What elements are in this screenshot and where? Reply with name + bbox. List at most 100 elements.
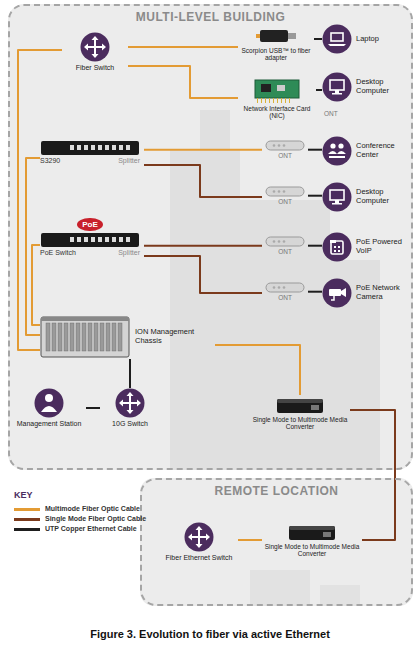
- cable: [128, 46, 238, 48]
- node-label: Scorpion USB™ to fiber adapter: [238, 47, 314, 62]
- ont-box: ONT: [262, 186, 308, 205]
- cable: [86, 407, 100, 409]
- fiber-switch: Fiber Switch: [62, 32, 128, 72]
- nic-card: Network Interface Card (NIC): [238, 78, 316, 120]
- cable: [144, 149, 262, 151]
- switch-label: Splitter: [118, 157, 140, 165]
- cable: [32, 245, 40, 325]
- chassis-label: ION Management Chassis: [135, 328, 215, 345]
- ont-box: ONT: [262, 282, 308, 301]
- node-label: ONT: [278, 198, 292, 205]
- cable: [129, 359, 131, 388]
- device-icon: [322, 278, 352, 308]
- cable: [128, 66, 238, 98]
- device-text: Laptop: [356, 35, 379, 44]
- ont-box: ONT: [262, 140, 308, 159]
- media-converter: Single Mode to Multimode Media Converter: [250, 395, 350, 431]
- management-chassis: ION Management Chassis: [40, 315, 215, 359]
- cable: [308, 245, 322, 247]
- device-label: Desktop Computer: [356, 78, 412, 95]
- poe-badge: PoE: [77, 218, 103, 231]
- cable: [316, 89, 322, 91]
- switch-label: Splitter: [118, 249, 140, 257]
- laptop: Laptop: [322, 24, 412, 54]
- legend-row: UTP Copper Ethernet Cable: [14, 525, 137, 533]
- node-label: Single Mode to Multimode Media Converter: [262, 543, 362, 558]
- cable: [26, 158, 40, 335]
- legend-swatch: [14, 508, 40, 511]
- switch-label: S3290: [40, 157, 60, 165]
- device-image: [275, 395, 325, 415]
- building-silhouette: [170, 110, 380, 470]
- region-title: REMOTE LOCATION: [142, 485, 411, 499]
- node-label: Fiber Ethernet Switch: [166, 554, 233, 562]
- legend-swatch: [14, 518, 40, 521]
- cable: [350, 410, 395, 540]
- building-ground: [8, 4, 413, 470]
- ont-symbol: [265, 236, 305, 247]
- badge-row: PoE: [40, 218, 140, 232]
- device-label: Conference Center: [356, 142, 412, 159]
- chassis-image: [40, 315, 130, 359]
- cable: [308, 195, 322, 197]
- cable: [144, 256, 262, 293]
- device-text: Conference Center: [356, 142, 412, 159]
- device-label: Laptop: [356, 35, 379, 44]
- network-camera: PoE Network Camera: [322, 278, 412, 308]
- ont-box: ONT: [262, 236, 308, 255]
- device-label: Desktop Computer: [356, 188, 412, 205]
- cable: [144, 165, 262, 197]
- switch-splitter: S3290 Splitter: [40, 140, 144, 165]
- device-text: PoE Network Camera: [356, 284, 412, 301]
- node-label: Single Mode to Multimode Media Converter: [250, 416, 350, 431]
- device-text: Desktop Computer: [356, 188, 412, 205]
- cable: [308, 149, 322, 151]
- cable: [308, 291, 322, 293]
- cable: [144, 245, 262, 247]
- voip-phone: PoE Powered VoIP: [322, 232, 412, 262]
- device-text: PoE Powered VoIP: [356, 238, 412, 255]
- switch-label: PoE Switch: [40, 249, 76, 257]
- ont-symbol: [265, 282, 305, 293]
- legend-text: Single Mode Fiber Optic Cable: [45, 515, 146, 523]
- poe-switch: PoE PoE Switch Splitter: [40, 218, 144, 257]
- device-label: PoE Network Camera: [356, 284, 412, 301]
- desktop-computer: Desktop Computer: [322, 72, 412, 102]
- legend-row: Single Mode Fiber Optic Cable: [14, 515, 146, 523]
- cable: [238, 539, 262, 541]
- cable: [314, 38, 322, 40]
- node-label: Management Station: [17, 420, 82, 428]
- ont-label: ONT: [324, 110, 338, 117]
- legend-swatch: [14, 528, 40, 531]
- device-icon: [322, 232, 352, 262]
- icon-circle: [184, 522, 214, 552]
- node-label: ONT: [278, 152, 292, 159]
- remote-silhouette: [250, 570, 360, 606]
- device-image: [256, 24, 296, 46]
- node-label: Network Interface Card (NIC): [238, 105, 316, 120]
- remote-region: REMOTE LOCATION Fiber Ethernet Switch Sing…: [140, 478, 413, 606]
- cable: [215, 345, 300, 395]
- node-label: ONT: [278, 294, 292, 301]
- ont-symbol: [265, 186, 305, 197]
- figure-caption: Figure 3. Evolution to fiber via active …: [0, 628, 420, 641]
- switch-image: [40, 140, 140, 156]
- legend-row: Multimode Fiber Optic Cable: [14, 505, 140, 513]
- device-icon: [322, 24, 352, 54]
- media-converter: Single Mode to Multimode Media Converter: [262, 522, 362, 558]
- node-label: Fiber Switch: [76, 64, 115, 72]
- device-icon: [322, 136, 352, 166]
- switch-image: [40, 232, 140, 248]
- icon-circle: [115, 388, 145, 418]
- 10g-switch: 10G Switch: [100, 388, 160, 428]
- ont-symbol: [265, 140, 305, 151]
- legend-text: Multimode Fiber Optic Cable: [45, 505, 140, 513]
- device-image: [287, 522, 337, 542]
- desktop-computer: Desktop Computer: [322, 182, 412, 212]
- chassis-text: ION Management Chassis: [135, 328, 215, 345]
- device-text: Desktop Computer: [356, 78, 412, 95]
- region-title: MULTI-LEVEL BUILDING: [10, 11, 411, 25]
- device-icon: [322, 182, 352, 212]
- node-label: 10G Switch: [112, 420, 148, 428]
